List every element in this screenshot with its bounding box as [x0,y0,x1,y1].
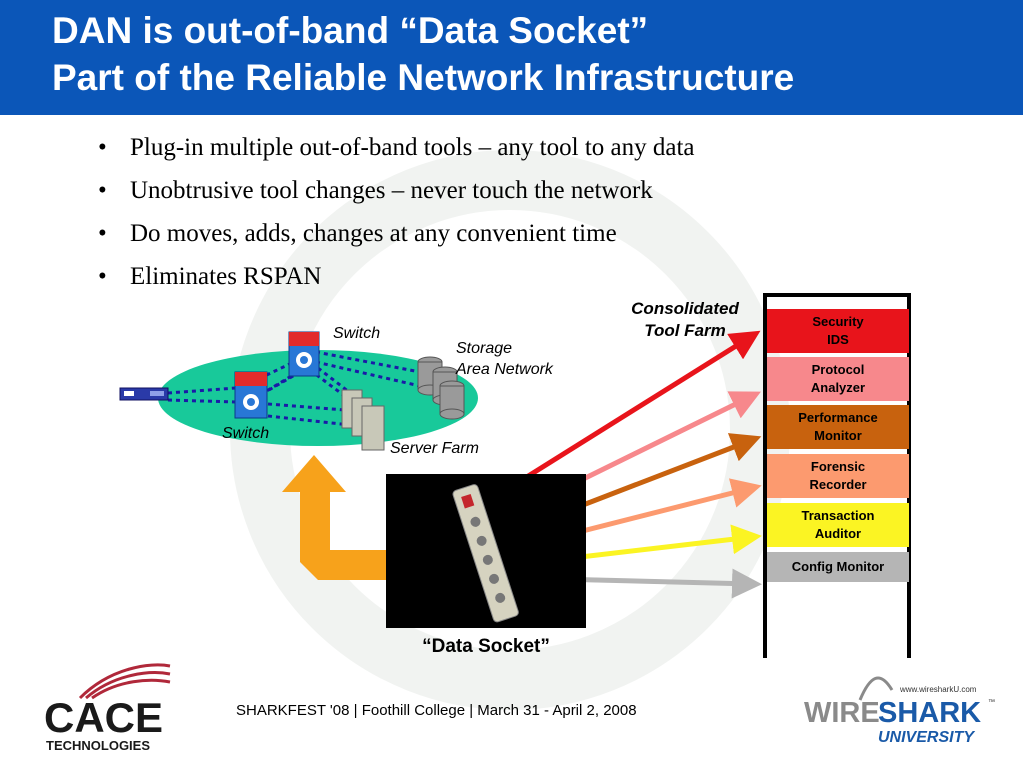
storage-label-line-2: Area Network [456,361,553,378]
tool-protocol-analyzer: Protocol Analyzer [767,357,909,401]
wireshark-url: www.wiresharkU.com [899,685,977,694]
bullet-item: Eliminates RSPAN [92,259,695,302]
power-strip-icon [452,484,519,623]
cace-technologies-logo: CACE TECHNOLOGIES [40,660,175,755]
footer-text: SHARKFEST '08 | Foothill College | March… [236,702,637,719]
tool-farm-label-line-1: Consolidated [631,299,739,318]
tool-performance-monitor: Performance Monitor [767,405,909,449]
storage-label-line-1: Storage [456,340,513,357]
wireshark-word-shark: SHARK [878,697,981,729]
arrow-security-ids [488,330,761,503]
server-farm-label: Server Farm [390,440,479,457]
wireshark-university-logo: www.wiresharkU.com WIRE SHARK ™ UNIVERSI… [800,670,1000,750]
switch-top-icon [288,331,320,377]
tool-farm-label: Consolidated Tool Farm [600,298,770,342]
data-socket-box [386,474,586,628]
slide-title-line-2: Part of the Reliable Network Infrastruct… [52,57,795,98]
slide-title-line-1: DAN is out-of-band “Data Socket” [52,10,649,51]
tool-config-monitor: Config Monitor [767,552,909,582]
bullet-item: Do moves, adds, changes at any convenien… [92,216,695,259]
title-bar: DAN is out-of-band “Data Socket” Part of… [0,0,1023,115]
wireshark-university-word: UNIVERSITY [878,729,975,746]
server-farm-icon [341,389,385,451]
wireshark-tm: ™ [988,699,995,706]
tool-rack [763,293,911,658]
cace-logo-sub: TECHNOLOGIES [46,738,150,753]
cace-logo-word: CACE [44,694,163,741]
storage-icon [417,356,465,420]
bullet-item: Plug-in multiple out-of-band tools – any… [92,130,695,173]
tool-forensic-recorder: Forensic Recorder [767,454,909,498]
bullet-item: Unobtrusive tool changes – never touch t… [92,173,695,216]
bullet-list: Plug-in multiple out-of-band tools – any… [92,130,695,302]
tool-farm-label-line-2: Tool Farm [644,321,726,340]
switch-bottom-label: Switch [222,425,270,442]
wireshark-word-wire: WIRE [804,697,880,729]
switch-bottom-icon [234,371,268,419]
switch-top-label: Switch [333,325,381,342]
tool-security-ids: Security IDS [767,309,909,353]
device-icon [119,387,169,401]
tool-transaction-auditor: Transaction Auditor [767,503,909,547]
data-socket-label: “Data Socket” [422,636,550,657]
